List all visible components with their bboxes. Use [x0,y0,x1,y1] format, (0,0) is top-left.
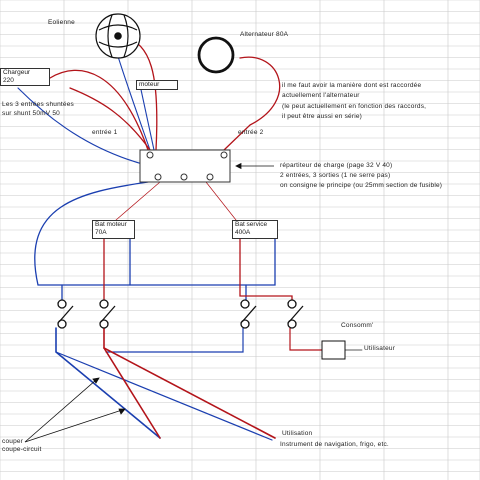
contactor-label: moteur [139,81,160,88]
service-battery-box: Bat service 400A [232,220,278,239]
alternator-symbol [197,36,235,74]
utilisation-label: Utilisation [282,430,313,437]
instrument-label: Instrument de navigation, frigo, etc. [280,441,389,448]
consumer-label-1: Consomm' [341,322,374,329]
splitter-note-line-2: 2 entrées, 3 sorties (1 ne serre pas) [280,172,391,179]
pointer-arrow [235,162,274,170]
blue-wire [55,351,273,441]
engine-battery-label-1: Bat moteur [95,221,127,228]
explanation-line-2: actuellement l'alternateur [282,92,360,99]
splitter-note-line-3: on consigne le principe (ou 25mm section… [280,182,443,189]
charger-box: Chargeur 220 [0,68,50,86]
ground-arrows [24,377,126,443]
cut-label-2: coupe-circuit [2,446,42,453]
splitter-note-line-1: répartiteur de charge (page 32 V 40) [280,162,393,169]
shunt-note-line-1: Les 3 entrées shuntées [2,101,74,108]
red-wire [69,87,151,151]
charger-label: Chargeur 220 [3,69,31,84]
red-wire [49,69,149,151]
explanation-line-3: (le peut actuellement en fonction des ra… [282,103,427,110]
wind-turbine-symbol [95,13,141,59]
blue-wire [55,327,161,439]
engine-battery-box: Bat moteur 70A [92,220,135,239]
switch-group [57,299,304,329]
input-2-label: entrée 2 [238,129,264,136]
red-wire [115,181,161,221]
charge-splitter [139,149,231,183]
red-wire [289,327,323,351]
engine-battery-label-2: 70A [95,228,107,236]
consumer-label-2: Utilisateur [364,345,396,352]
service-battery-label-1: Bat service [235,221,268,228]
consumer-box [321,340,346,360]
alternator-label: Alternateur 80A [240,31,289,38]
red-wire [103,347,161,439]
red-wire [103,327,276,439]
contactor-box: moteur [136,80,178,90]
wind-turbine-label: Eolienne [48,19,75,26]
red-wire [239,233,293,301]
blue-wire [105,327,244,353]
input-1-label: entrée 1 [92,129,118,136]
shunt-note-line-2: sur shunt 50mV 50 [2,110,60,117]
explanation-line-4: il peut être aussi en série) [282,113,363,120]
red-wire [223,56,281,151]
blue-wire [139,84,155,151]
explanation-line-1: il me faut avoir la manière dont est rac… [282,82,422,89]
blue-wire [34,181,276,286]
red-wire [205,181,237,221]
cut-label-1: couper [2,438,24,445]
service-battery-label-2: 400A [235,228,251,236]
blue-wire [17,87,147,166]
